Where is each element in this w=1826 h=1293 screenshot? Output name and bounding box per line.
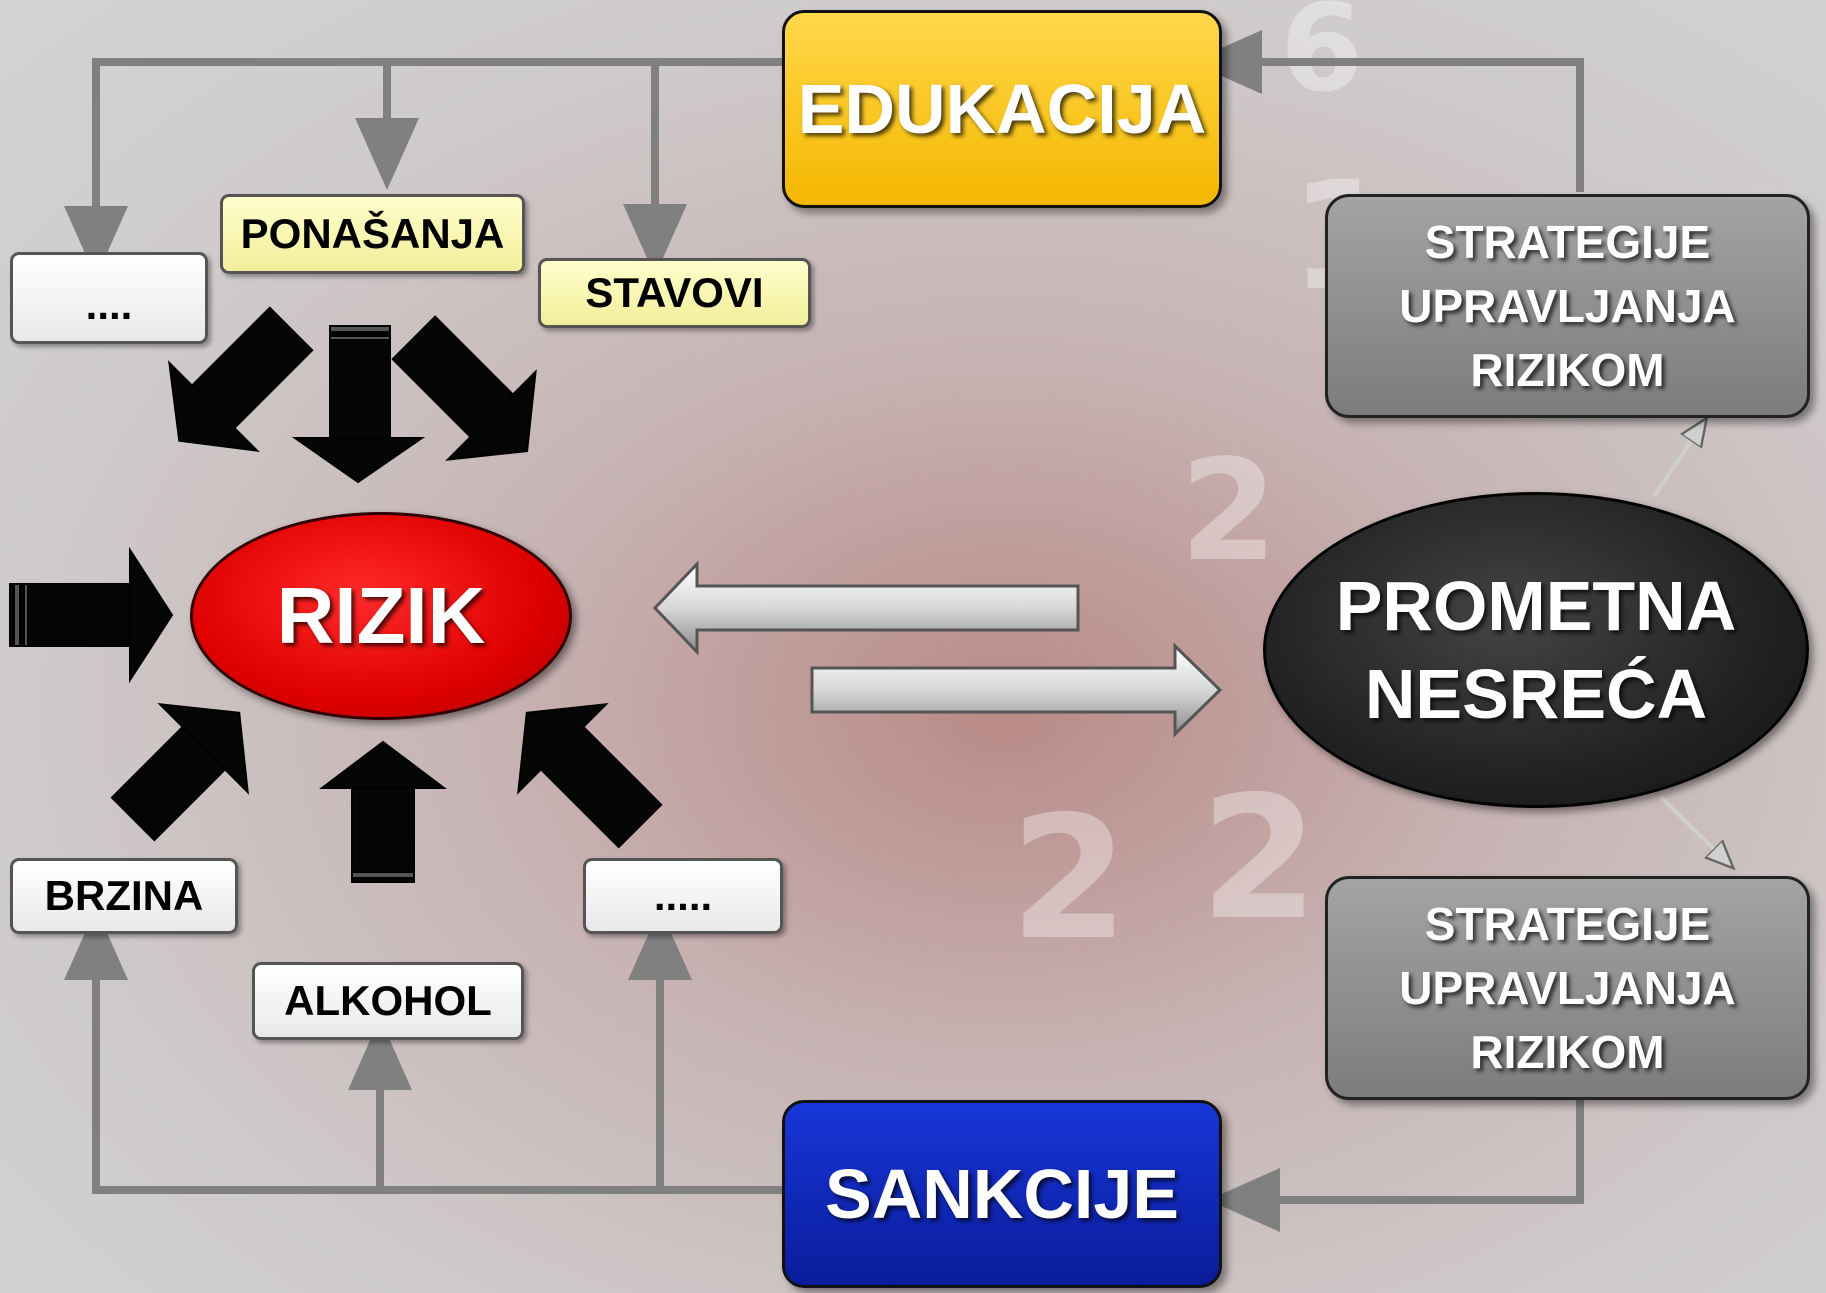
strategije-bottom-line-2: UPRAVLJANJA	[1399, 962, 1736, 1014]
sankcije-box: SANKCIJE	[782, 1100, 1222, 1288]
strategije-top-box: STRATEGIJE UPRAVLJANJA RIZIKOM	[1325, 194, 1810, 418]
sankcije-connectors	[64, 908, 1584, 1232]
arrow-to-nesreca	[810, 642, 1223, 738]
factor-box-brzina: BRZINA	[10, 858, 238, 934]
edukacija-box: EDUKACIJA	[782, 10, 1222, 208]
factor-box-alkohol: ALKOHOL	[252, 962, 524, 1040]
arrow-from-stavovi	[391, 315, 537, 461]
background-decoration: 2	[1200, 760, 1319, 958]
prometna-nesreca-ellipse: PROMETNA NESREĆA	[1263, 492, 1809, 808]
factor-arrows	[9, 306, 663, 883]
factor-box-bottom-right: .....	[583, 858, 783, 934]
strategije-top-line-1: STRATEGIJE	[1424, 216, 1711, 268]
factor-label-top-left: ....	[85, 281, 133, 328]
rizik-nesreca-arrows	[652, 560, 1223, 738]
strategije-bottom-box: STRATEGIJE UPRAVLJANJA RIZIKOM	[1325, 876, 1810, 1100]
arrow-to-rizik	[652, 560, 1080, 656]
strategije-bottom-line-1: STRATEGIJE	[1424, 898, 1711, 950]
factor-box-top-left: ....	[10, 252, 208, 344]
factor-label-stavovi: STAVOVI	[585, 269, 764, 316]
strategije-top-line-3: RIZIKOM	[1470, 344, 1665, 396]
edukacija-label: EDUKACIJA	[797, 70, 1207, 148]
strategije-top-line-2: UPRAVLJANJA	[1399, 280, 1736, 332]
arrow-from-alkohol	[319, 740, 447, 883]
factor-label-ponasanja: PONAŠANJA	[240, 210, 505, 257]
factor-label-bottom-right: .....	[653, 872, 713, 919]
factor-label-alkohol: ALKOHOL	[284, 977, 492, 1024]
nesreca-strategy-arrows	[1652, 428, 1725, 860]
rizik-ellipse: RIZIK	[190, 512, 572, 720]
strategije-bottom-line-3: RIZIKOM	[1470, 1026, 1665, 1078]
nesreca-line-2: NESREĆA	[1364, 655, 1708, 733]
nesreca-line-1: PROMETNA	[1335, 567, 1737, 645]
factor-box-ponasanja: PONAŠANJA	[220, 194, 525, 274]
rizik-label: RIZIK	[276, 571, 486, 660]
factor-label-brzina: BRZINA	[44, 872, 204, 919]
factor-box-stavovi: STAVOVI	[538, 258, 811, 328]
arrow-from-bottom-right	[517, 703, 663, 849]
edukacija-connectors	[64, 30, 1584, 278]
arrow-from-left	[9, 546, 174, 684]
arrow-from-brzina	[110, 703, 249, 842]
background-decoration: 2	[1180, 430, 1278, 593]
arrow-from-top-left	[168, 306, 314, 452]
background-decoration: 2	[1010, 780, 1129, 978]
sankcije-label: SANKCIJE	[825, 1155, 1179, 1233]
arrow-from-ponasanja	[291, 325, 426, 484]
